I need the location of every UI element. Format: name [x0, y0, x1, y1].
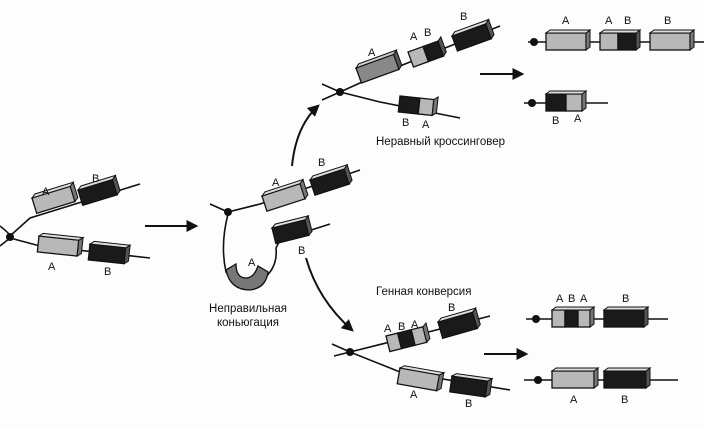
label-a: A: [411, 319, 419, 331]
initial-chromosome-pair: A B A B: [0, 173, 151, 278]
label-b: B: [621, 394, 628, 406]
label-b: B: [402, 117, 409, 129]
gene-b-block: [87, 240, 132, 265]
mispaired-chromosomes: A B B A Неправильная коньюгация: [209, 157, 361, 329]
caption-unequal-crossover: Неравный кроссинговер: [376, 136, 505, 148]
label-b: B: [552, 115, 559, 127]
label-a: A: [48, 261, 56, 273]
gene-ab-hybrid-block: [407, 35, 447, 68]
gene-a-block: [648, 29, 696, 51]
looped-gene-a: [225, 262, 269, 291]
centromere: [346, 348, 354, 356]
centromere: [532, 315, 540, 323]
label-b: B: [624, 15, 631, 27]
label-a: A: [368, 47, 376, 59]
label-a: A: [42, 186, 50, 198]
caption-mispairing: Неправильная: [209, 303, 287, 315]
label-b: B: [318, 157, 325, 169]
gene-b-block: [270, 214, 313, 245]
label-a: A: [570, 394, 578, 406]
label-a: A: [248, 257, 256, 269]
label-a: A: [574, 113, 582, 125]
label-a: A: [384, 323, 392, 335]
label-b: B: [92, 173, 99, 185]
label-b: B: [298, 245, 305, 257]
gene-aba-hybrid-block: [550, 306, 596, 328]
label-b: B: [398, 321, 405, 333]
strand-lower: [321, 91, 461, 119]
gene-ba-hybrid-block: [397, 95, 439, 117]
gene-b-block: [308, 163, 353, 197]
label-a: A: [556, 293, 564, 305]
gene-ba-hybrid-block: [544, 90, 588, 112]
caption-gene-conversion: Генная конверсия: [376, 286, 471, 298]
gene-b-block: [76, 174, 121, 207]
label-b: B: [568, 293, 575, 305]
label-a: A: [410, 389, 418, 401]
gene-aba-hybrid-block: [385, 321, 431, 353]
centromere: [6, 233, 14, 241]
centromere: [534, 376, 542, 384]
label-b: B: [104, 266, 111, 278]
arrow-up: [291, 104, 320, 167]
conversion-chromosomes: Генная конверсия A B A B A B: [331, 286, 511, 410]
label-b: B: [664, 15, 671, 27]
label-a: A: [272, 177, 280, 189]
gene-b-block: [602, 367, 652, 389]
gene-ab-hybrid-block: [598, 29, 642, 51]
centromere: [528, 99, 536, 107]
gene-b-block: [450, 18, 495, 52]
label-b: B: [465, 398, 472, 410]
label-b: B: [622, 293, 629, 305]
gene-a-block: [30, 181, 79, 215]
label-a: A: [562, 15, 570, 27]
caption-mispairing: коньюгация: [217, 317, 279, 329]
strand-upper: [209, 169, 361, 213]
gene-b-block: [602, 306, 650, 328]
label-a: A: [605, 15, 613, 27]
gene-a-block: [544, 29, 592, 51]
label-a: A: [410, 31, 418, 43]
label-b: B: [448, 302, 455, 314]
gene-b-block: [436, 306, 481, 340]
gene-a-block: [260, 178, 309, 213]
conversion-products: A B A B A B: [524, 293, 678, 406]
centromere: [530, 38, 538, 46]
crossover-products: A A B B B A: [524, 15, 704, 127]
gene-b-block: [449, 373, 494, 398]
gene-a-block: [550, 367, 600, 389]
label-b: B: [460, 11, 467, 23]
centromere: [336, 88, 344, 96]
gene-a-block: [396, 365, 446, 392]
label-a: A: [422, 119, 430, 131]
arrow-down: [305, 257, 354, 332]
centromere: [224, 208, 232, 216]
crossover-chromosomes: A A B B B A Неравный кроссинговер: [321, 11, 505, 148]
label-a: A: [580, 293, 588, 305]
label-b: B: [424, 27, 431, 39]
gene-a-block: [36, 232, 85, 258]
gene-a-block: [354, 49, 403, 84]
